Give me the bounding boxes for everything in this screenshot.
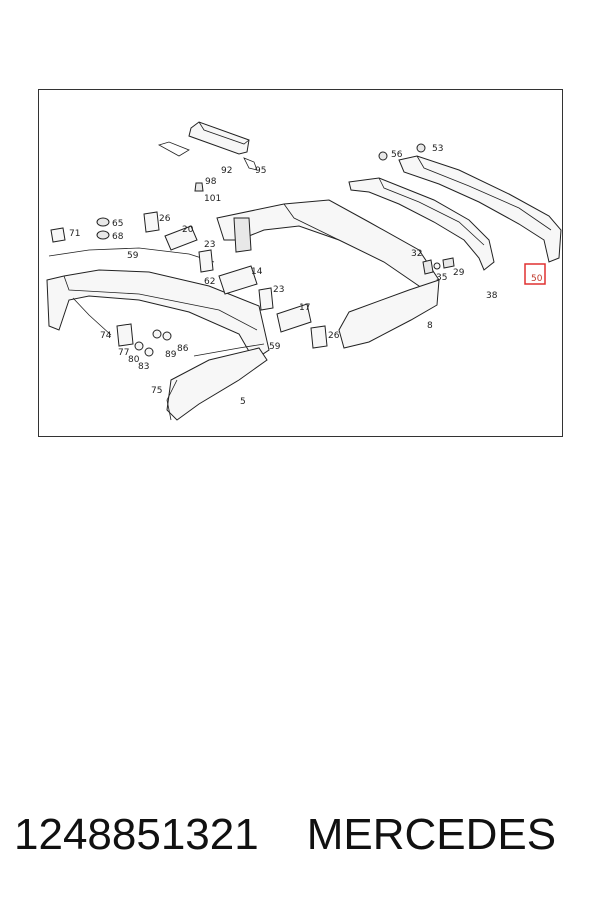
callout-77: 77 — [118, 348, 129, 358]
trim-strip-part-59a — [48, 247, 215, 263]
washer-parts — [134, 329, 172, 357]
callout-101: 101 — [204, 194, 221, 204]
callout-23a: 23 — [204, 240, 215, 250]
small-part-71 — [50, 227, 66, 243]
callout-92: 92 — [221, 166, 232, 176]
part-number: 1248851321 — [14, 810, 259, 859]
nut-part-53 — [416, 143, 426, 153]
callout-80: 80 — [128, 355, 140, 365]
callout-53: 53 — [432, 144, 443, 154]
license-bracket-part — [157, 121, 258, 171]
small-part-35 — [433, 262, 441, 270]
bumper-exploded-diagram: 5 8 14 17 20 23 23 26 26 29 32 35 38 50 … — [46, 121, 562, 421]
small-part-77 — [116, 323, 134, 347]
brand-name: MERCEDES — [306, 810, 557, 859]
trim-strip-part-59b — [193, 343, 265, 357]
bracket-part-26a — [143, 211, 160, 233]
callout-74: 74 — [100, 331, 112, 341]
callout-23b: 23 — [273, 285, 284, 295]
callout-83: 83 — [138, 362, 149, 372]
small-part-68 — [96, 230, 110, 240]
callout-32: 32 — [411, 249, 422, 259]
callout-35: 35 — [436, 273, 447, 283]
callout-17: 17 — [299, 303, 310, 313]
callout-86: 86 — [177, 344, 189, 354]
callout-68: 68 — [112, 232, 124, 242]
callout-5: 5 — [240, 397, 246, 407]
small-part-32 — [422, 259, 434, 275]
bracket-part-17 — [276, 303, 312, 333]
callout-89: 89 — [165, 350, 177, 360]
callout-62: 62 — [204, 277, 215, 287]
callout-20: 20 — [182, 225, 194, 235]
callout-59a: 59 — [127, 251, 139, 261]
part-75 — [166, 379, 178, 421]
bracket-part-23a — [198, 249, 214, 273]
screw-part-56 — [378, 151, 388, 161]
small-part-74 — [72, 297, 112, 336]
callout-71: 71 — [69, 229, 80, 239]
callout-59b: 59 — [269, 342, 281, 352]
bumper-carrier-part — [216, 199, 440, 301]
callout-8: 8 — [427, 321, 433, 331]
parts-diagram-frame: 5 8 14 17 20 23 23 26 26 29 32 35 38 50 … — [38, 89, 563, 437]
callout-26b: 26 — [328, 331, 340, 341]
callout-75: 75 — [151, 386, 162, 396]
callout-29: 29 — [453, 268, 465, 278]
small-part-29 — [442, 257, 455, 269]
bumper-shell-part-8 — [338, 279, 440, 349]
highlighted-part-50[interactable] — [524, 263, 546, 285]
callout-65: 65 — [112, 219, 123, 229]
callout-98: 98 — [205, 177, 217, 187]
bumper-shell-part-5 — [166, 347, 268, 421]
callout-50: 50 — [531, 274, 543, 284]
clip-part-98 — [194, 182, 204, 192]
callout-14: 14 — [251, 267, 263, 277]
part-info-footer: 1248851321 MERCEDES — [14, 800, 594, 870]
rear-bumper-upper-part — [348, 177, 495, 271]
rear-bumper-cover-part — [398, 155, 562, 263]
bracket-part-20 — [164, 225, 198, 251]
callout-38: 38 — [486, 291, 498, 301]
small-part-65 — [96, 217, 110, 227]
callout-26a: 26 — [159, 214, 171, 224]
bracket-part-26b — [310, 325, 328, 349]
callout-95: 95 — [255, 166, 266, 176]
bracket-part-14 — [218, 265, 258, 295]
bracket-part-23b — [258, 287, 274, 311]
callout-56: 56 — [391, 150, 403, 160]
